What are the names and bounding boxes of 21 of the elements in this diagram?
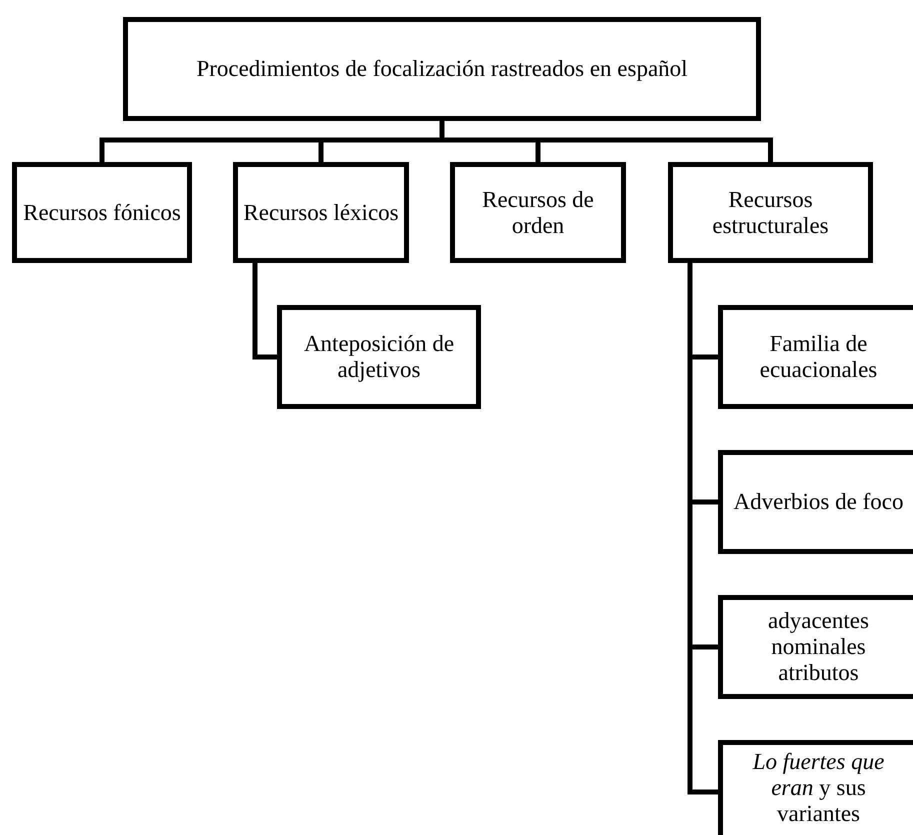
text-box [12, 162, 192, 263]
text-box [718, 595, 913, 699]
text-box [123, 17, 761, 121]
box-label: Procedimientos de focalización rastreados en español [196, 56, 688, 82]
box-label: Recursos de orden [481, 186, 595, 238]
box-label: adyacentes nominales atributos [767, 608, 870, 686]
text-box [233, 162, 409, 263]
box-label: Recursos estructurales [711, 186, 830, 238]
text-box [718, 740, 913, 835]
box-label: Lo fuertes que eran y sus variantes [752, 749, 886, 826]
connector-line [252, 263, 277, 360]
box-label: Familia de ecuacionales [758, 331, 878, 383]
text-box [668, 162, 873, 263]
text-box [277, 305, 481, 409]
box-label: Recursos léxicos [243, 200, 399, 226]
box-label: Recursos fónicos [23, 200, 181, 226]
box-label: Adverbios de foco [732, 489, 904, 515]
text-box [718, 305, 913, 409]
text-box [718, 450, 913, 554]
text-box [450, 162, 626, 263]
box-label: Anteposición de adjetivos [302, 331, 456, 383]
